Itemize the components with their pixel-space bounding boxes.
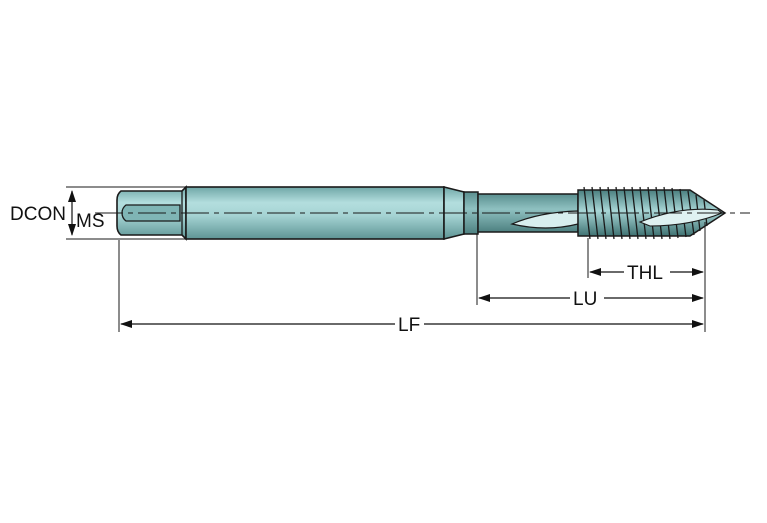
lu-label: LU bbox=[573, 289, 597, 310]
ms-label: MS bbox=[76, 211, 105, 232]
lf-label: LF bbox=[398, 315, 420, 336]
dcon-ms-dimension bbox=[66, 186, 186, 240]
dcon-label: DCON bbox=[10, 204, 66, 225]
thl-label: THL bbox=[627, 263, 663, 284]
neck bbox=[463, 191, 579, 235]
